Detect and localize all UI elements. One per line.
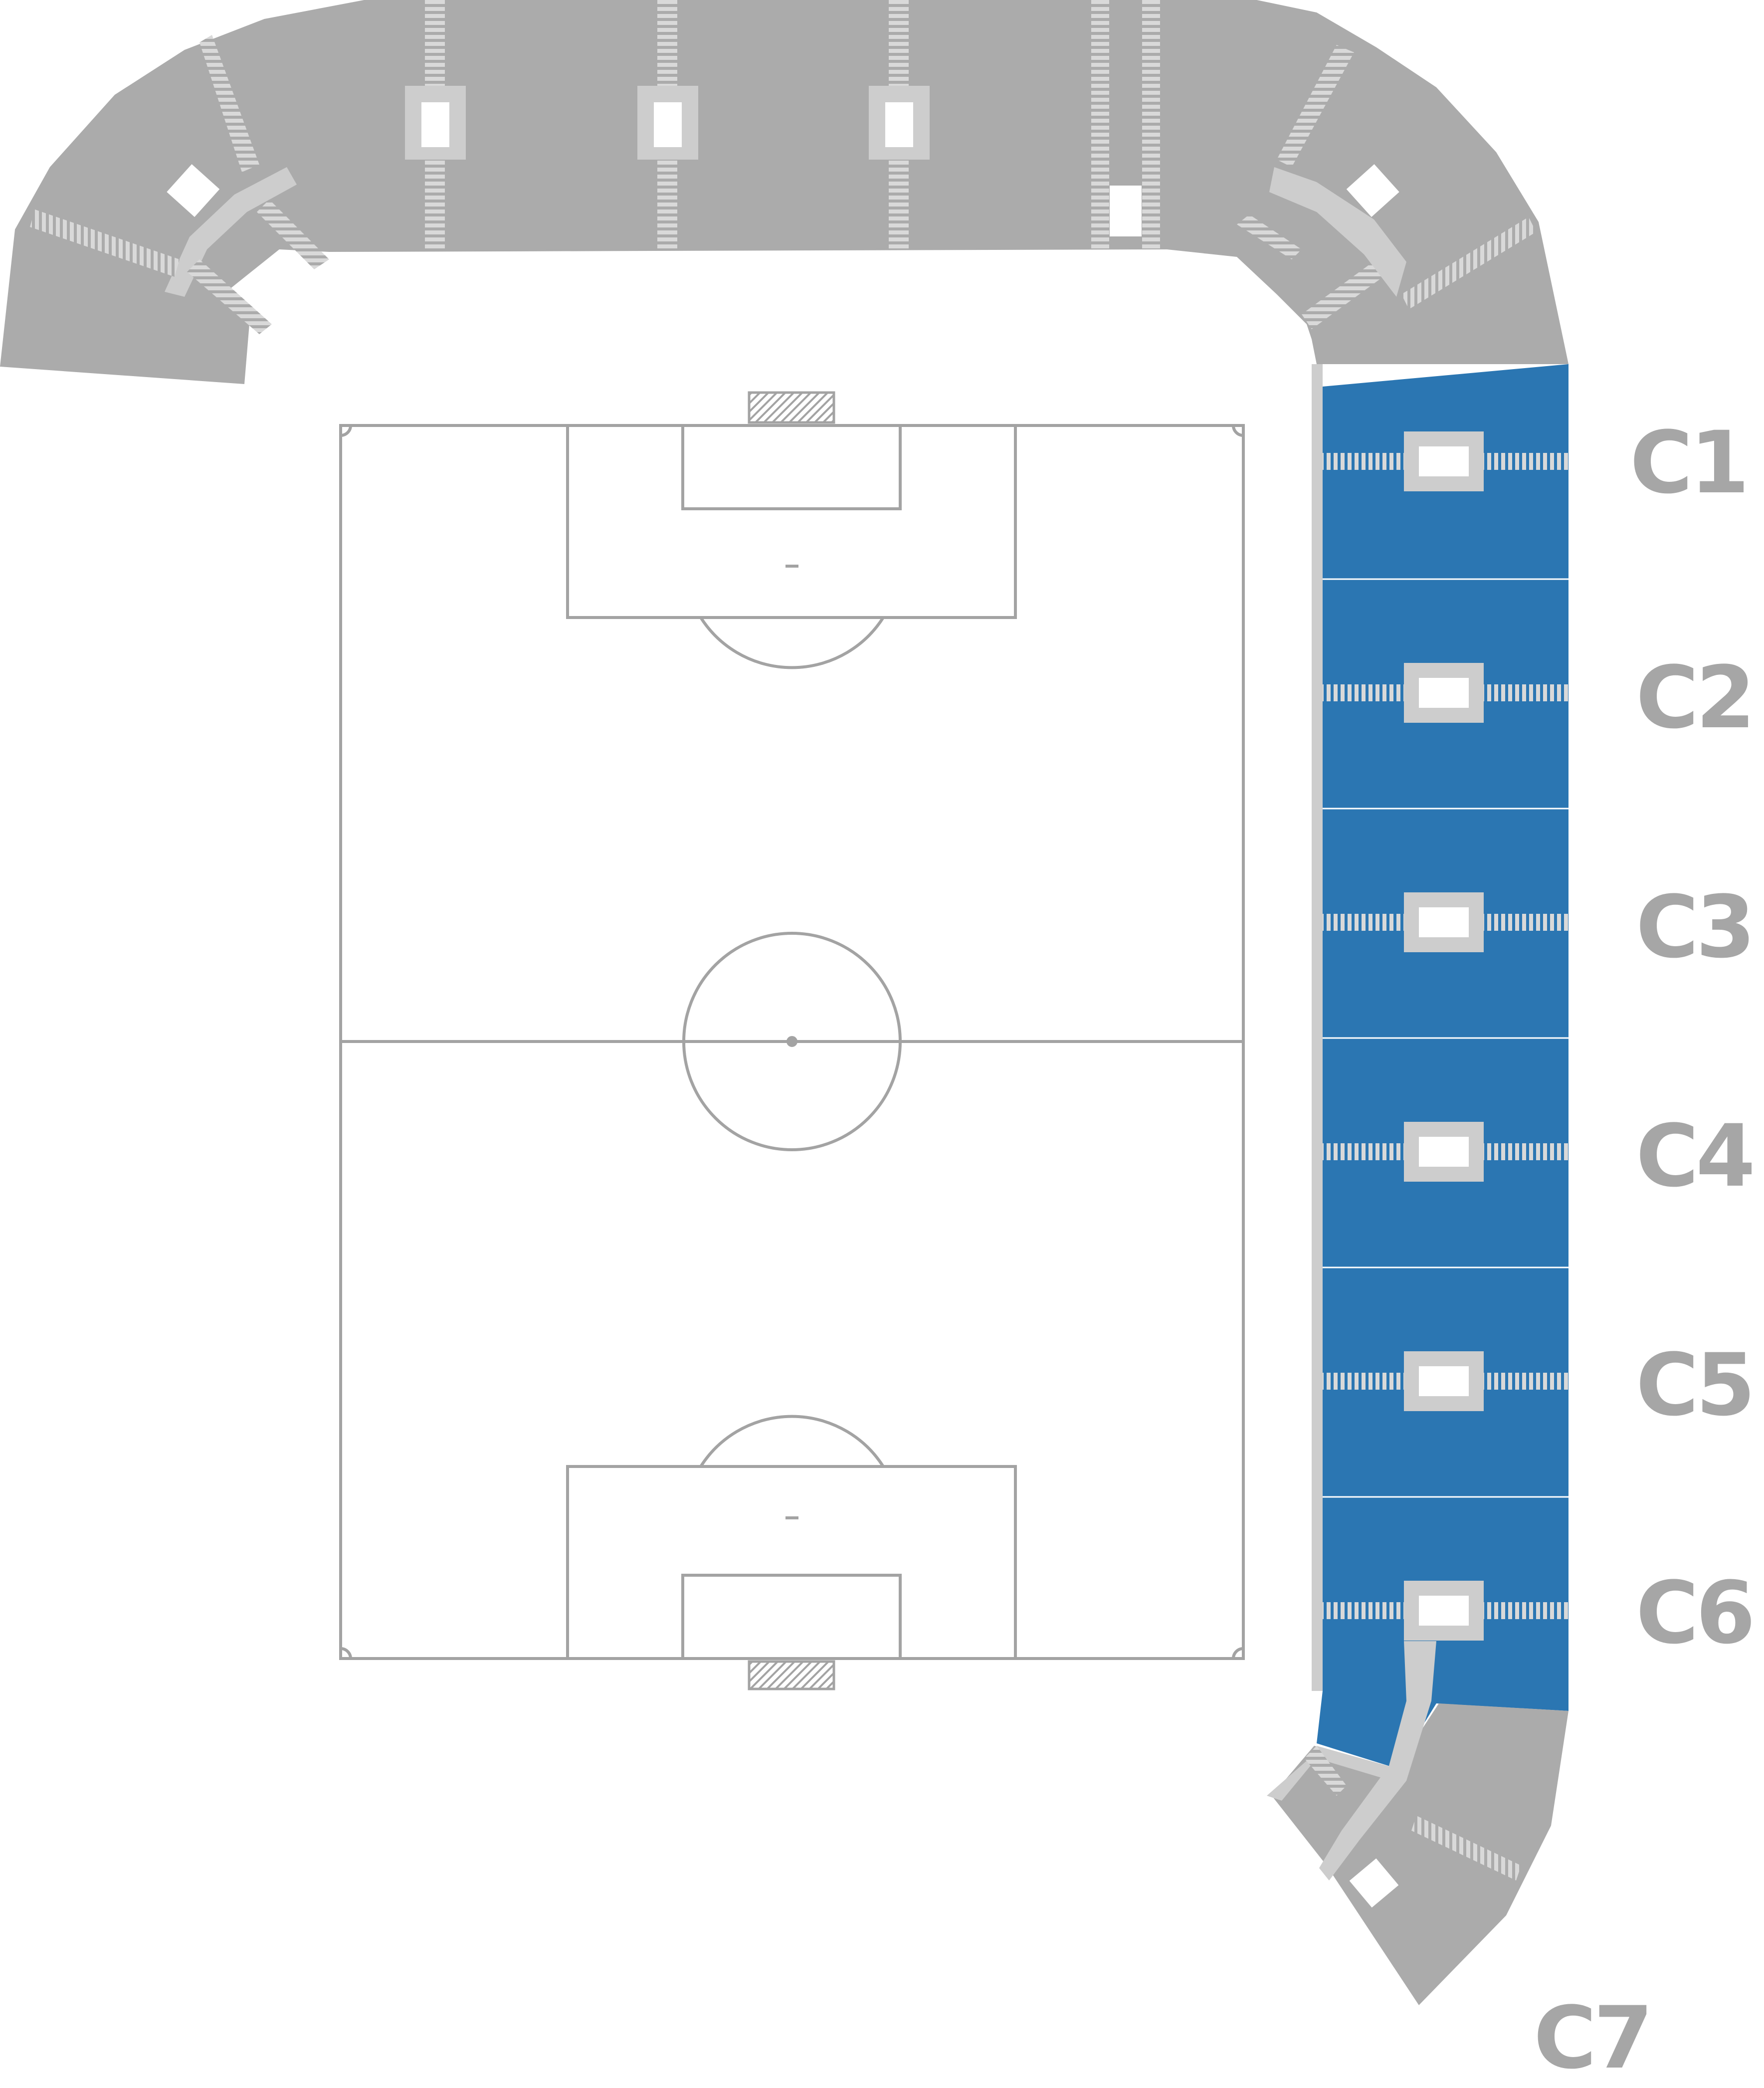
- top-stand-seating[interactable]: [0, 0, 1568, 384]
- top-left-stairs-d: [187, 259, 272, 334]
- top-right-stairs-b: [1237, 214, 1302, 259]
- bottom-goal: [748, 1660, 835, 1690]
- top-penalty-arc: [699, 617, 885, 669]
- right-stand: [1312, 364, 1568, 1768]
- c7-aisle: [1319, 1641, 1436, 1880]
- center-circle: [682, 932, 902, 1151]
- section-label-c6[interactable]: C6: [1636, 1563, 1756, 1663]
- center-spot: [786, 1036, 797, 1047]
- top-stairs-4b: [1142, 0, 1160, 249]
- top-vomitory-4: [1110, 186, 1142, 236]
- right-vomitory-4: [1404, 1122, 1484, 1182]
- top-vomitory-1: [405, 86, 466, 160]
- top-vomitory-3: [869, 86, 930, 160]
- bottom-penalty-arc: [699, 1415, 885, 1467]
- top-goal: [748, 391, 835, 424]
- right-corner-aisle: [1269, 167, 1406, 297]
- corner-arc-tl: [340, 425, 352, 437]
- section-label-c4[interactable]: C4: [1636, 1106, 1756, 1206]
- section-label-c1[interactable]: C1: [1630, 413, 1750, 513]
- top-stand: [0, 0, 1568, 384]
- c7-stairs-a: [1411, 1816, 1521, 1880]
- section-label-c2[interactable]: C2: [1636, 647, 1756, 748]
- right-stand-walkway: [1312, 364, 1323, 1691]
- top-left-stairs-a: [30, 209, 180, 277]
- right-vomitory-3: [1404, 892, 1484, 952]
- top-left-vomitory: [167, 164, 220, 217]
- c7-stairs-b: [1304, 1746, 1347, 1796]
- section-label-c3[interactable]: C3: [1636, 877, 1756, 977]
- top-right-stairs-d: [1302, 259, 1386, 329]
- right-vomitory-1: [1404, 431, 1484, 491]
- section-label-c7[interactable]: C7: [1534, 1988, 1653, 2088]
- corner-arc-bl: [340, 1647, 352, 1659]
- corner-arc-br: [1232, 1647, 1244, 1659]
- top-right-vomitory: [1346, 164, 1399, 217]
- section-c7-block[interactable]: [1272, 1703, 1568, 2005]
- top-left-stairs-c: [257, 200, 329, 269]
- bottom-penalty-area: [566, 1465, 1017, 1660]
- right-vomitory-5: [1404, 1351, 1484, 1411]
- top-right-stairs-a: [1277, 45, 1354, 167]
- section-dividers: [1323, 578, 1568, 1498]
- top-penalty-area: [566, 424, 1017, 619]
- corner-arc-tr: [1232, 425, 1244, 437]
- right-vomitory-6: [1404, 1581, 1484, 1641]
- section-label-c5[interactable]: C5: [1636, 1335, 1756, 1435]
- top-goal-area: [681, 424, 902, 510]
- bottom-goal-area: [681, 1574, 902, 1660]
- c7-walkway: [1267, 1746, 1396, 1801]
- top-left-stairs-b: [199, 35, 259, 172]
- top-stairs-4a: [1091, 0, 1109, 249]
- right-vomitory-2: [1404, 663, 1484, 723]
- soccer-pitch: [339, 424, 1245, 1660]
- top-vomitory-2: [637, 86, 698, 160]
- corner-stand-c7: [1267, 1641, 1568, 2005]
- top-right-stairs-c: [1401, 217, 1536, 309]
- c7-vomitory: [1349, 1858, 1399, 1908]
